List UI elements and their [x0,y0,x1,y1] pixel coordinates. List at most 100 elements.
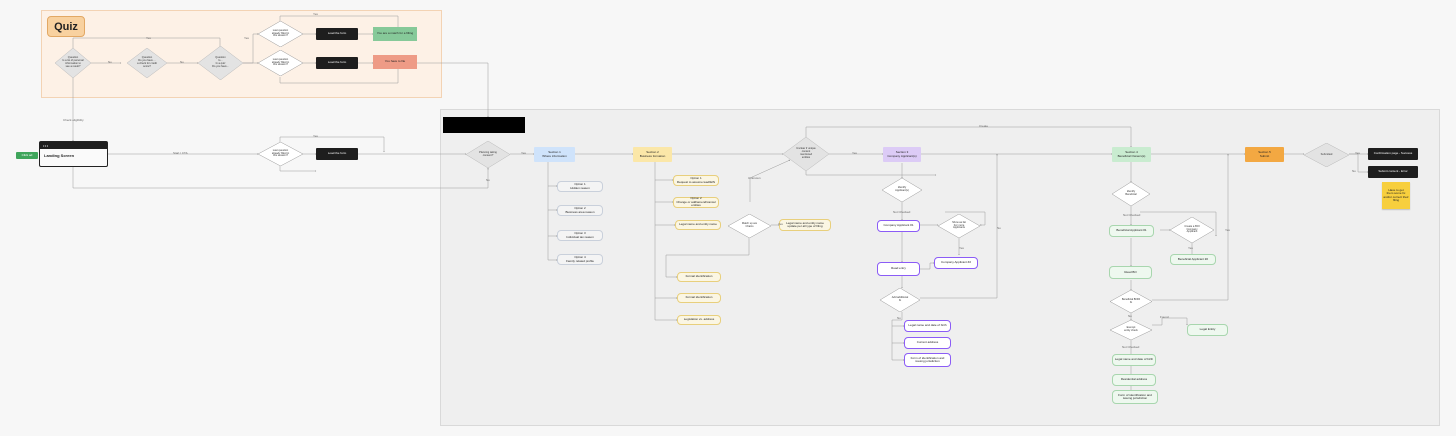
edge-label-no-5: No [897,316,901,320]
edge-label-unknown: Unknown [748,176,761,180]
section-4-decision-4-label: Exempt entity check [1124,326,1138,332]
quiz-middle-decision: Last question already filled in this ses… [258,50,303,76]
quiz-decision-1: Question Is a lot of personal informatio… [55,48,91,78]
section-3-company-applicant-1[interactable]: Company Applicant #1 [877,220,920,232]
main-entry-decision-label: Planning taking consent? [479,150,497,157]
section-3-person-address[interactable]: Current address [904,337,951,349]
section-3-decision-3: Add additional bt [880,288,920,312]
section-3-person-identification[interactable]: Form of identification and issuing juris… [904,353,951,367]
edge-label-yes-1: Yes [146,36,151,40]
edge-label-found: Found [1160,315,1169,319]
edge-label-no-1: No [108,60,112,64]
edge-label-not-checked-2: Not Checked [1123,213,1141,217]
section-2-option-2[interactable]: Option 2 Change or add/amend/cancel enti… [673,197,719,208]
section-3-decision-2-label: Show as list For more Applicants [952,220,966,230]
quiz-top-decision-label: Last question already filled in this ses… [271,28,290,38]
section-4-decision-3-label: Beneficial BOIR bt [1121,297,1141,304]
section-4-beneficial-applicant-2[interactable]: Beneficial Applicant #2 [1170,254,1216,265]
quiz-decision-3-label: Question Is... In a quiz Do you have... [212,56,229,68]
edge-label-no-7: No [1352,169,1356,173]
edge-label-start: Start / CTA [173,151,188,155]
section-5-decision: Submitted [1304,143,1349,167]
section-3-decision-1: Identify Applicant(s) [882,178,922,202]
section-4-beneficial-applicant-1[interactable]: Beneficial Applicant #1 [1109,225,1154,237]
quiz-load-form-button-2[interactable]: Load the form [316,57,358,69]
edge-label-yes-8: Yes [959,246,964,250]
section-5-header[interactable]: Section 5 Submit [1245,147,1284,162]
section-4-owner-identification[interactable]: Form of identification and issuing juris… [1112,390,1158,404]
unclear-decision: Unclear if unique content mentioned enti… [783,137,829,171]
confirmation-success-result[interactable]: Confirmation page - Success [1368,148,1418,160]
section-2-option-3[interactable]: Legal name and entity name [675,220,721,230]
unclear-decision-label: Unclear if unique content mentioned enti… [796,147,816,159]
section-4-decision-4: Exempt entity check [1110,320,1152,340]
submit-error-result[interactable]: Submit content - Error [1368,166,1418,178]
edge-label-yes-11: Yes [1355,151,1360,155]
edge-label-yes-9: Yes [1188,246,1193,250]
section-1-header[interactable]: Section 1 Where information [534,147,575,162]
section-2-identification-2[interactable]: Formal identification [677,293,721,303]
section-4-decision-1: Identify Beneficial [1112,182,1150,206]
section-4-header[interactable]: Section 4 Beneficial Owners(s) [1112,147,1151,162]
landing-screen[interactable]: ••• Landing Screen [39,141,108,167]
section-4-decision-2: Create a BOI Company Applicant [1170,217,1214,243]
redacted-header-bar [443,117,525,133]
section-1-option-4[interactable]: Option 4 Family related profile [557,254,603,265]
section-4-owner-legal-name[interactable]: Legal name and date of birth [1112,354,1156,366]
section-2-identification-1[interactable]: Formal identification [677,272,721,282]
edge-label-yes-5: Yes [521,151,526,155]
main-entry-decision: Planning taking consent? [466,141,510,168]
section-2-decision: Match up are Chains [728,214,771,238]
section-4-decision-3: Beneficial BOIR bt [1110,290,1152,313]
section-4-read-bo[interactable]: Read BO [1109,266,1152,279]
quiz-decision-2-label: Question Do you have ... a check for cre… [137,56,157,68]
edge-label-no-4: No [997,226,1001,230]
edge-label-yes-10: Yes [1225,228,1230,232]
quiz-middle-decision-label: Last question already filled in this ses… [271,57,290,67]
section-3-decision-3-label: Add additional bt [891,296,909,302]
section-2-address[interactable]: Legislation vs. address [677,315,721,325]
section-3-header[interactable]: Section 3 Company Applicant(s) [883,147,921,162]
section-1-option-2[interactable]: Option 2 Business area reason [557,205,603,216]
window-dots-icon: ••• [43,143,49,148]
section-4-owner-address[interactable]: Residential address [1112,374,1156,386]
quiz-title: Quiz [47,16,85,37]
section-4-legal-entity[interactable]: Legal Entity [1187,324,1228,336]
section-3-person-legal-name[interactable]: Legal name and date of birth [904,320,951,332]
section-2-header[interactable]: Section 2 Business formation [633,147,672,162]
section-2-side-result[interactable]: Legal name and entity name update per al… [779,219,831,231]
quiz-decision-2: Question Do you have ... a check for cre… [127,48,167,78]
edge-label-yes-3: Yes [313,12,318,16]
section-1-option-3[interactable]: Option 3 Individual tax reason [557,230,603,241]
quiz-load-form-button-1[interactable]: Load the form [316,28,358,40]
quiz-success-result: You are a match for a filling [373,27,417,41]
edge-label-create: Create [979,124,989,128]
section-2-option-1[interactable]: Option 1 Request to assume lead/EIN [673,175,719,186]
section-3-company-applicant-2[interactable]: Company Applicant #2 [934,257,978,269]
edge-label-check-eligibility: Check eligibility [63,118,84,122]
edge-label-yes-2: Yes [244,36,249,40]
quiz-error-result: You have to file [373,55,417,69]
landing-load-form-button[interactable]: Load the form [316,148,358,160]
section-3-decision-1-label: Identify Applicant(s) [895,186,909,192]
landing-screen-title: Landing Screen [44,153,75,158]
section-1-option-1[interactable]: Option 1 Hidden reason [557,181,603,192]
edge-label-yes-4: Yes [313,134,318,138]
section-2-decision-label: Match up are Chains [741,222,758,228]
landing-decision-label: Last question already filled in this ses… [271,148,290,158]
quiz-top-decision: Last question already filled in this ses… [258,21,303,47]
edge-label-no-3: No [486,178,490,182]
section-5-decision-label: Submitted [1320,152,1333,156]
edge-label-yes-7: Yes [778,222,783,226]
edge-label-not-checked-3: Not Checked [1122,345,1140,349]
landing-decision: Last question already filled in this ses… [258,142,303,166]
edge-label-no-6: No [1128,314,1132,318]
section-4-decision-1-label: Identify Beneficial [1125,190,1137,196]
quiz-region [41,10,442,98]
landing-screen-titlebar [40,142,107,149]
section-3-read-entry[interactable]: Read entry [877,262,920,276]
edge-label-not-checked-1: Not Checked [893,210,911,214]
edge-label-no-2: No [180,60,184,64]
